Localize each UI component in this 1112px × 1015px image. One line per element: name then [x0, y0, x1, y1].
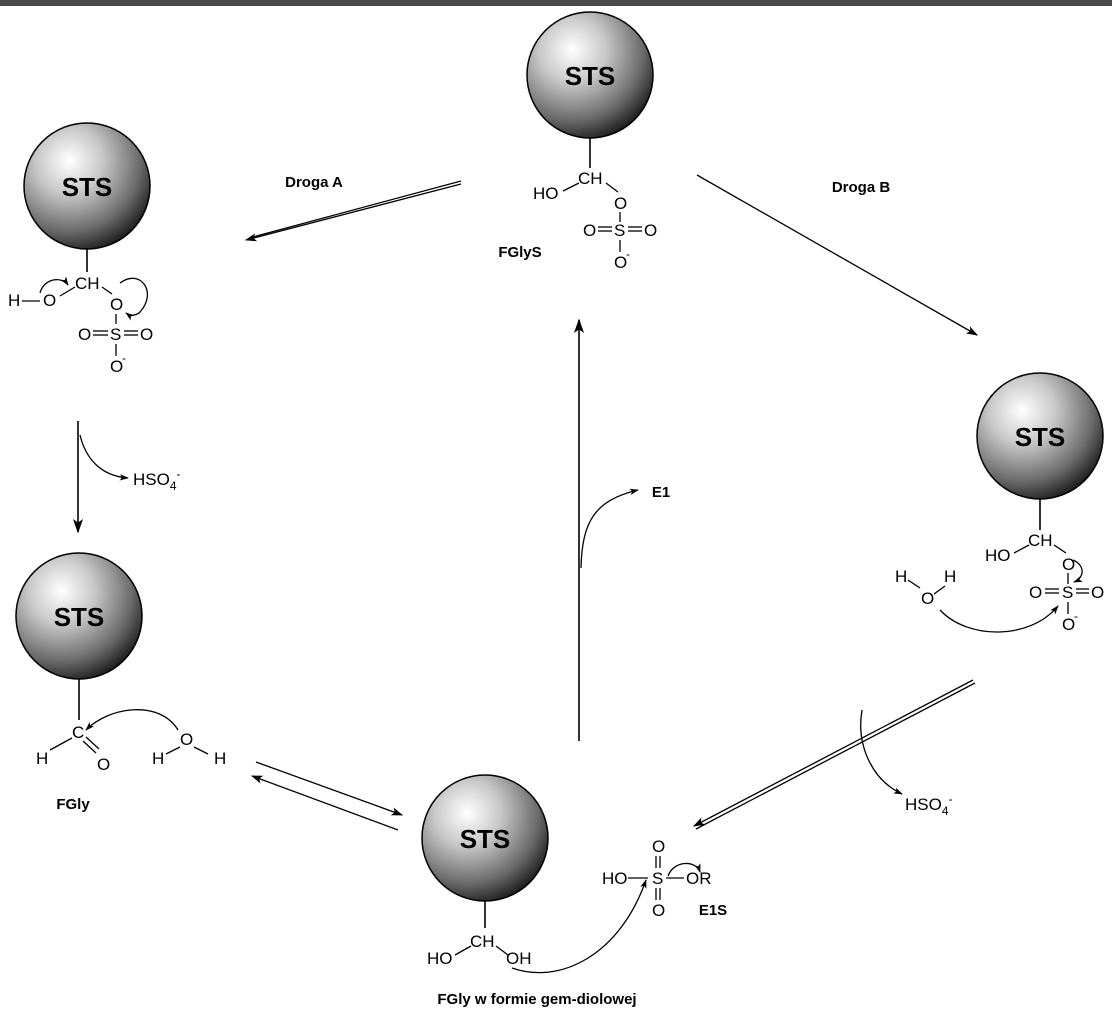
svg-text:O: O [652, 837, 665, 856]
ch-label: CH [578, 169, 603, 188]
svg-text:O: O [1091, 583, 1104, 602]
svg-text:O: O [1062, 555, 1075, 574]
route-b-label: Droga B [832, 179, 891, 196]
svg-text:O: O [110, 357, 123, 376]
route-b-arrow [696, 174, 979, 336]
svg-text:HO: HO [602, 869, 628, 888]
svg-text:O: O [78, 325, 91, 344]
svg-text:HO: HO [985, 546, 1011, 565]
svg-text:-: - [626, 247, 630, 261]
svg-text:O: O [644, 221, 657, 240]
hso4-left: HSO4- [133, 467, 181, 493]
fgly-structure: STS C H O O H H [15, 552, 226, 774]
svg-text:H: H [8, 291, 20, 310]
gem-diol-label: FGly w formie gem-diolowej [437, 991, 636, 1008]
svg-text:O: O [97, 755, 110, 774]
svg-text:CH: CH [75, 274, 100, 293]
e1s-structure: O HO S OR O [602, 837, 712, 920]
svg-text:O: O [43, 291, 56, 310]
route-a-arrow [248, 180, 462, 239]
svg-text:H: H [944, 567, 956, 586]
svg-text:STS: STS [1015, 422, 1066, 452]
svg-text:CH: CH [470, 932, 495, 951]
svg-text:S: S [652, 869, 663, 888]
svg-text:HO: HO [427, 949, 453, 968]
route-b-product-arrow [695, 682, 976, 830]
e1s-label: E1S [699, 902, 727, 919]
svg-text:O: O [1029, 583, 1042, 602]
svg-text:S: S [614, 221, 625, 240]
svg-text:-: - [122, 351, 126, 365]
svg-text:STS: STS [460, 824, 511, 854]
svg-text:CH: CH [1028, 531, 1053, 550]
equilibrium-forward [255, 761, 404, 816]
svg-text:S: S [110, 325, 121, 344]
svg-text:O: O [614, 194, 627, 213]
svg-text:O: O [1062, 615, 1075, 634]
svg-text:H: H [152, 749, 164, 768]
enzyme-label-top: STS [565, 61, 616, 91]
top-bar [0, 0, 1112, 6]
svg-text:O: O [110, 295, 123, 314]
svg-text:OH: OH [506, 949, 532, 968]
svg-text:O: O [614, 253, 627, 272]
route-a-label: Droga A [285, 174, 343, 191]
svg-text:O: O [921, 589, 934, 608]
hso4-right: HSO4- [905, 792, 953, 818]
gem-diol-structure: STS CH HO OH [421, 774, 647, 974]
route-a-intermediate: STS CH O H O S O O O - [8, 122, 153, 376]
svg-text:STS: STS [62, 172, 113, 202]
svg-text:-: - [1074, 609, 1078, 623]
fglys-structure: STS CH HO O S O O O - [526, 11, 657, 272]
fglys-label: FGlyS [498, 244, 541, 261]
equilibrium-back [250, 775, 399, 831]
svg-text:STS: STS [54, 602, 105, 632]
e1-label: E1 [652, 484, 670, 501]
fgly-label: FGly [56, 796, 90, 813]
svg-text:O: O [180, 730, 193, 749]
svg-text:HO: HO [533, 184, 559, 203]
svg-text:O: O [140, 325, 153, 344]
svg-text:O: O [583, 221, 596, 240]
route-b-intermediate: STS CH HO O S O O O - H O H [895, 372, 1104, 634]
svg-text:S: S [1062, 583, 1073, 602]
svg-text:H: H [36, 749, 48, 768]
svg-text:O: O [652, 901, 665, 920]
svg-text:C: C [72, 723, 84, 742]
svg-text:OR: OR [686, 869, 712, 888]
svg-text:H: H [895, 567, 907, 586]
svg-text:H: H [214, 749, 226, 768]
